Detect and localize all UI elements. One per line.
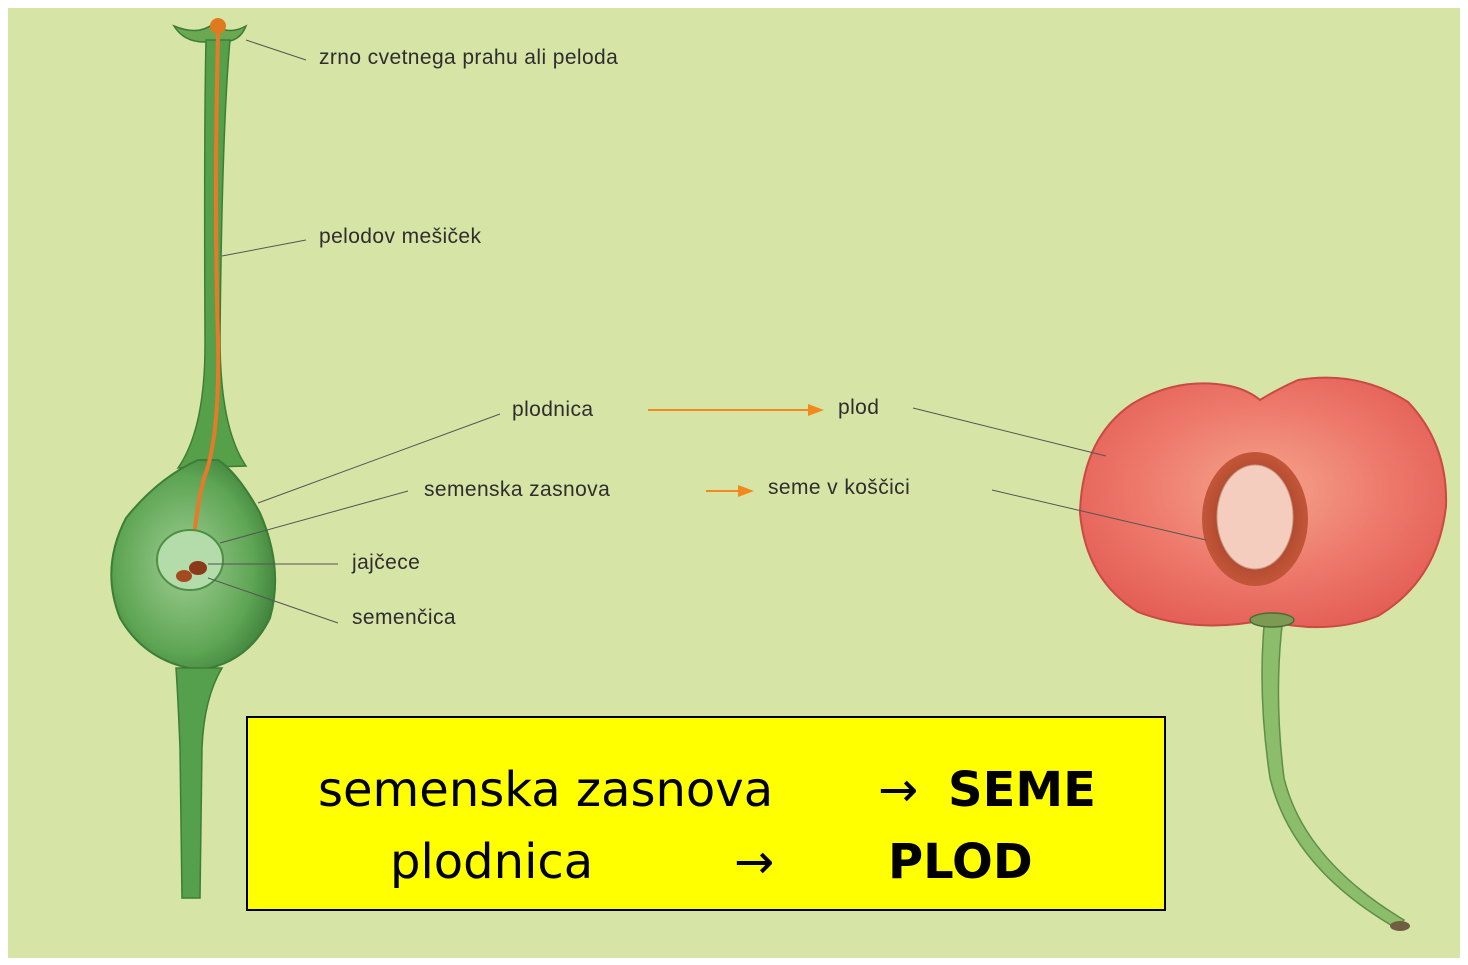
label-egg-cell: jajčece [352, 551, 421, 574]
pollen-grain [210, 18, 226, 34]
egg-cell [189, 561, 207, 575]
leader-pollen [245, 39, 307, 61]
label-embryo-sac: semenčica [352, 606, 456, 629]
summary-fruit-text: PLOD [888, 834, 1033, 890]
label-ovary: plodnica [512, 398, 594, 421]
summary-ovule-text: semenska zasnova [318, 762, 774, 818]
leader-fruit [912, 407, 1107, 457]
label-pollen-grain: zrno cvetnega prahu ali peloda [319, 46, 619, 69]
seed [1216, 464, 1294, 570]
ovule [156, 529, 224, 591]
summary-box: semenska zasnova → SEME plodnica → PLOD [246, 716, 1166, 911]
summary-arrow-1: → [878, 762, 919, 818]
pollen-tube [190, 33, 221, 569]
leader-lines [207, 39, 1207, 624]
arrow-ovule-to-seed [706, 485, 754, 497]
leader-embryo-sac [207, 577, 339, 624]
label-fruit: plod [838, 396, 880, 419]
cherry-illustration [1078, 376, 1448, 931]
pedicel [175, 667, 224, 899]
label-seed-in-stone: seme v koščici [768, 476, 911, 499]
arrow-ovary-to-fruit [648, 404, 824, 416]
cherry-stem [1261, 625, 1406, 929]
leader-ovary [257, 413, 501, 504]
pistil-illustration [110, 18, 277, 899]
summary-arrow-2: → [734, 834, 775, 890]
summary-seed-text: SEME [948, 762, 1096, 818]
style [176, 39, 248, 469]
label-ovule: semenska zasnova [424, 478, 611, 501]
stem-tip [1390, 921, 1410, 931]
diagram-canvas: zrno cvetnega prahu ali peloda pelodov m… [8, 8, 1460, 958]
leader-seed [991, 489, 1207, 541]
leader-ovule [219, 490, 409, 544]
stigma [172, 23, 248, 43]
label-pollen-tube: pelodov mešiček [319, 225, 482, 248]
stem-base [1249, 612, 1295, 628]
summary-ovary-text: plodnica [390, 834, 594, 890]
embryo-sac-cell [176, 570, 192, 582]
illustration [110, 18, 1448, 931]
leader-tube [221, 239, 307, 257]
